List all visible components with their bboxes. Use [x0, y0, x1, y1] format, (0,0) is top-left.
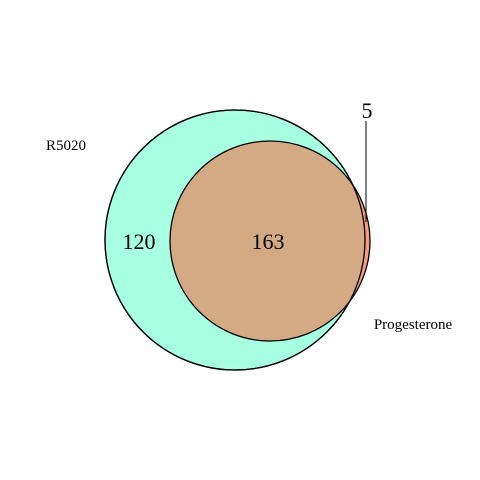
r5020-outline [104, 109, 366, 371]
count-only-r5020: 120 [123, 229, 156, 254]
progesterone-outline [169, 140, 371, 342]
set-label-progesterone: Progesterone [374, 317, 453, 333]
count-intersection: 163 [252, 229, 285, 254]
intersection-region [170, 141, 365, 341]
count-only-progesterone: 5 [362, 98, 373, 123]
set-label-r5020: R5020 [46, 138, 86, 154]
